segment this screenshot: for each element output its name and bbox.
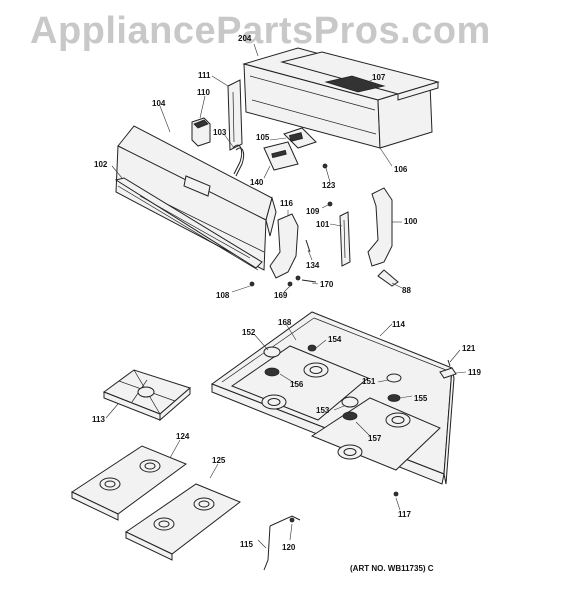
- callout-140: 140: [250, 178, 264, 187]
- callout-106: 106: [394, 165, 408, 174]
- callout-152: 152: [242, 328, 256, 337]
- callout-117: 117: [398, 510, 411, 519]
- callout-168: 168: [278, 318, 292, 327]
- part-88: [377, 269, 399, 287]
- bracket-116: [269, 213, 299, 279]
- callout-153: 153: [316, 406, 330, 415]
- manifold-panel-104: [114, 125, 277, 271]
- callout-151: 151: [362, 377, 376, 386]
- part-109: [327, 201, 333, 207]
- part-110: [191, 117, 211, 147]
- callout-124: 124: [176, 432, 190, 441]
- callout-100: 100: [404, 217, 418, 226]
- callout-204: 204: [238, 34, 252, 43]
- part-121: [447, 359, 451, 367]
- part-119: [439, 367, 457, 379]
- overlay-140: [263, 141, 299, 171]
- grate-113: [102, 369, 191, 422]
- callout-115: 115: [240, 540, 253, 549]
- leader-lines: [105, 43, 467, 549]
- callout-121: 121: [462, 344, 476, 353]
- art-number: (ART NO. WB11735) C: [350, 564, 434, 573]
- drip-pan-125: [125, 483, 241, 561]
- callout-157: 157: [368, 434, 382, 443]
- callout-134: 134: [306, 261, 320, 270]
- callout-109: 109: [306, 207, 320, 216]
- callout-105: 105: [256, 133, 270, 142]
- part-170: [301, 279, 317, 283]
- callout-156: 156: [290, 380, 304, 389]
- callout-103: 103: [213, 128, 227, 137]
- drip-pan-124: [70, 445, 188, 521]
- callout-108: 108: [216, 291, 230, 300]
- end-cap-100: [367, 187, 393, 267]
- screw-123: [322, 163, 328, 169]
- callout-113: 113: [92, 415, 105, 424]
- tube-115: [263, 525, 271, 571]
- callout-120: 120: [282, 543, 296, 552]
- part-134: [305, 239, 311, 253]
- backsplash-assembly: [242, 47, 440, 149]
- part-120: [289, 517, 295, 523]
- callout-111: 111: [198, 71, 211, 80]
- callout-101: 101: [316, 220, 330, 229]
- callout-104: 104: [152, 99, 166, 108]
- part-169: [287, 281, 293, 287]
- part-117: [393, 491, 399, 497]
- callout-169: 169: [274, 291, 288, 300]
- callout-154: 154: [328, 335, 342, 344]
- bracket-111: [227, 79, 243, 151]
- callout-107: 107: [372, 73, 386, 82]
- callout-110: 110: [197, 88, 210, 97]
- callout-114: 114: [392, 320, 405, 329]
- screw-108: [249, 281, 255, 287]
- callout-102: 102: [94, 160, 108, 169]
- callout-116: 116: [280, 199, 293, 208]
- watermark: AppliancePartsPros.com: [30, 10, 491, 52]
- bracket-101: [339, 211, 351, 267]
- callout-123: 123: [322, 181, 336, 190]
- callout-170: 170: [320, 280, 334, 289]
- callout-88: 88: [402, 286, 411, 295]
- wire-103: [232, 144, 243, 175]
- callout-125: 125: [212, 456, 226, 465]
- control-board-105: [283, 127, 317, 149]
- cooktop-114: [210, 311, 455, 485]
- callout-155: 155: [414, 394, 428, 403]
- callout-119: 119: [468, 368, 481, 377]
